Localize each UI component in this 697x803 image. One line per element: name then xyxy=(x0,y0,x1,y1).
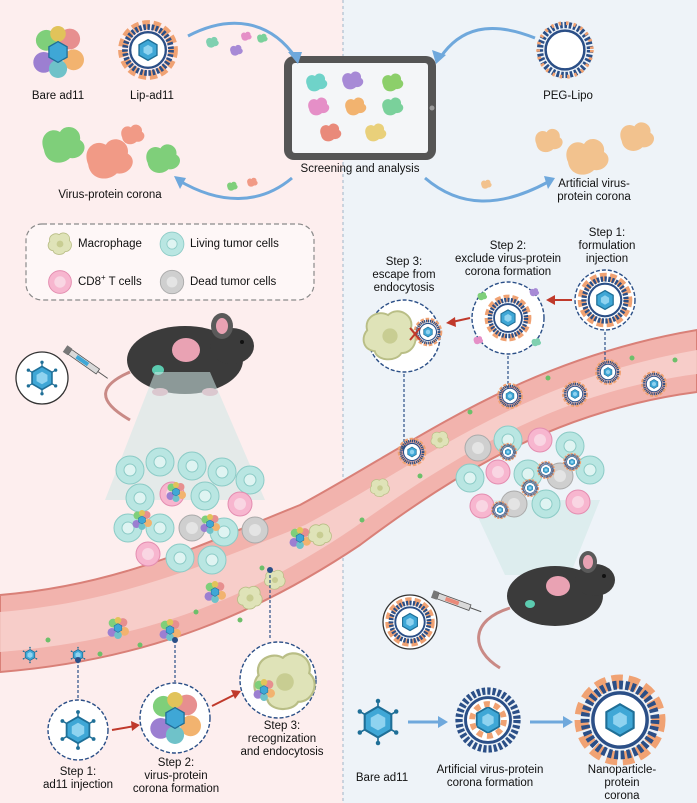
screening-label: Screening and analysis xyxy=(300,163,420,175)
arrow-lip-to-screen xyxy=(187,21,298,59)
left-step3-label: Step 3: recognization and endocytosis xyxy=(240,720,324,758)
right-step3-label: Step 3: escape from endocytosis xyxy=(372,256,436,294)
right-step1-label: Step 1: formulation injection xyxy=(578,227,636,265)
virus-protein-corona-label: Virus-protein corona xyxy=(58,189,162,201)
bottom-artificial-label: Artificial virus-protein corona formatio… xyxy=(436,764,544,789)
legend-dead-tumor-label: Dead tumor cells xyxy=(190,276,277,288)
left-step2-label: Step 2: virus-protein corona formation xyxy=(132,757,220,795)
bottom-right-process xyxy=(356,682,659,759)
bottom-bare-ad11-label: Bare ad11 xyxy=(355,772,409,784)
tablet-icon xyxy=(284,56,436,160)
legend-macrophage-label: Macrophage xyxy=(78,238,142,250)
legend-cd8-label: CD8+ T cells xyxy=(78,273,142,288)
dead-tumor-cell-icon xyxy=(159,269,185,295)
cd8-t-cell-icon xyxy=(48,270,72,294)
arrow-screen-to-corona xyxy=(177,176,293,200)
right-mouse-icon xyxy=(477,551,615,670)
right-vessel-contents xyxy=(359,355,678,523)
tumor-cell-icon xyxy=(159,231,185,257)
left-step1-label: Step 1: ad11 injection xyxy=(42,766,114,791)
left-step-circles xyxy=(47,567,317,761)
liposome-icon xyxy=(389,601,431,643)
syringe-icon xyxy=(62,345,108,379)
right-step-circles xyxy=(362,269,636,451)
lip-ad11-particle xyxy=(123,25,174,76)
left-vessel-contents xyxy=(22,523,332,664)
lip-ad11-label: Lip-ad11 xyxy=(130,90,174,102)
arrow-screen-to-artificial xyxy=(424,176,549,203)
peg-lipo-particle xyxy=(536,21,594,79)
arrow-peg-to-screen xyxy=(438,26,536,59)
peg-lipo-label: PEG-Lipo xyxy=(543,90,593,102)
legend-living-tumor-label: Living tumor cells xyxy=(190,238,279,250)
bottom-nanoparticle-label: Nanoparticle-protein corona formation xyxy=(587,764,657,802)
legend-box xyxy=(25,223,315,301)
right-syringe-icon xyxy=(430,590,482,613)
artificial-corona-label: Artificial virus- protein corona xyxy=(557,178,631,203)
bare-ad11-label: Bare ad11 xyxy=(31,90,85,102)
right-step2-label: Step 2: exclude virus-protein corona for… xyxy=(454,240,562,278)
